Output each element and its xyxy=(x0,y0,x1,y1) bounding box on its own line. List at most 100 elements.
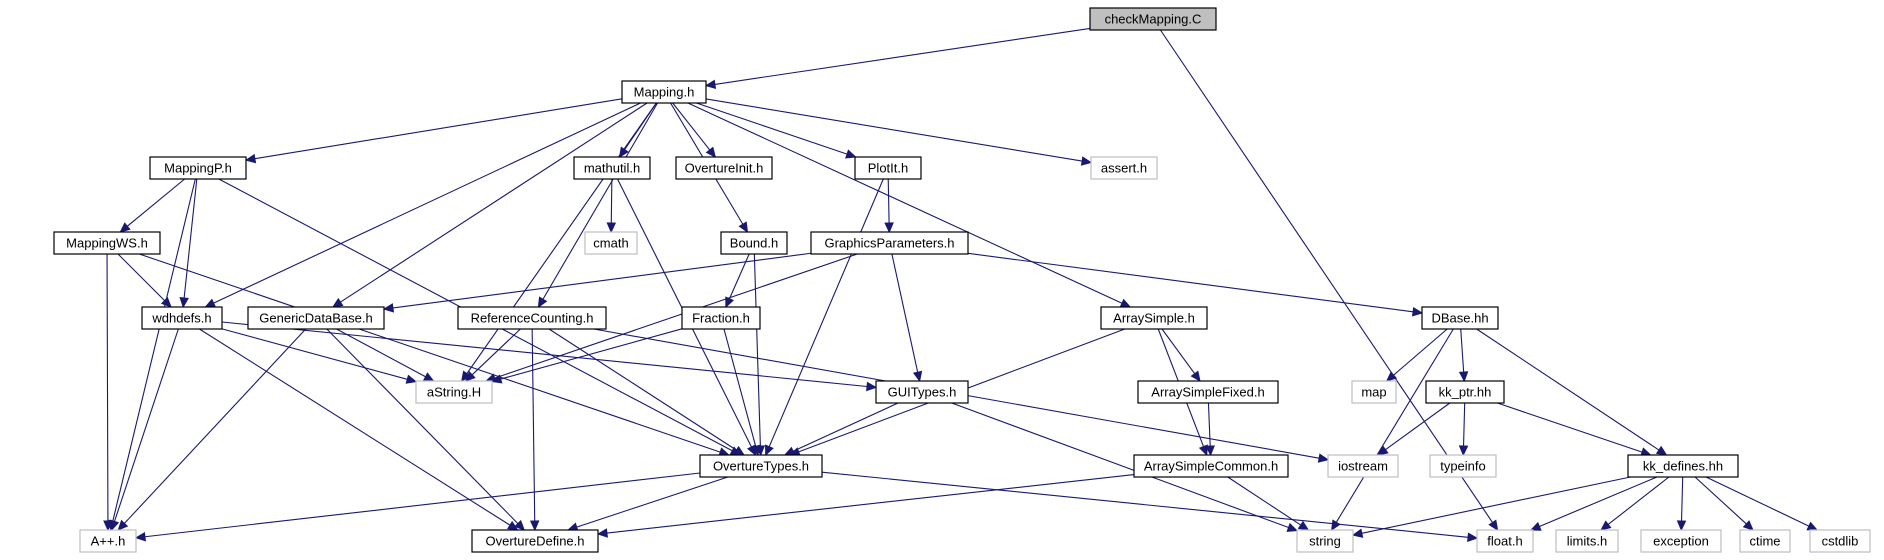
edge-wdhdefs-h-to-astring-h xyxy=(221,328,418,384)
node-mappingws-h[interactable]: MappingWS.h xyxy=(53,231,161,255)
arrowhead-icon xyxy=(912,370,923,383)
node-label: OvertureDefine.h xyxy=(486,534,585,549)
edge-line xyxy=(117,253,166,302)
node-overturetypes-h[interactable]: OvertureTypes.h xyxy=(699,454,823,478)
edge-checkmapping-c-to-float-h xyxy=(1159,29,1499,532)
edge-mapping-h-to-mappingp-h xyxy=(244,98,623,164)
edge-arraysimplecommon-h-to-overturedefine-h xyxy=(596,473,1135,538)
edge-genericdatabase-h-to-a-h xyxy=(117,328,307,531)
node-overturedefine-h[interactable]: OvertureDefine.h xyxy=(471,529,599,553)
arrowhead-icon xyxy=(1488,519,1499,532)
arrowhead-icon xyxy=(1676,520,1687,532)
edge-bound-h-to-overturetypes-h xyxy=(753,253,766,457)
node-assert-h: assert.h xyxy=(1090,156,1158,180)
node-mappingp-h[interactable]: MappingP.h xyxy=(149,156,247,180)
node-fraction-h[interactable]: Fraction.h xyxy=(681,306,761,330)
edge-line xyxy=(1227,476,1302,526)
arrowhead-icon xyxy=(596,528,608,538)
node-genericdatabase-h[interactable]: GenericDataBase.h xyxy=(247,306,385,330)
node-referencecounting-h[interactable]: ReferenceCounting.h xyxy=(457,306,607,330)
node-label: OvertureTypes.h xyxy=(713,459,809,474)
node-label: GUITypes.h xyxy=(888,385,957,400)
edge-overturetypes-h-to-float-h xyxy=(821,471,1479,542)
edge-mappingws-h-to-wdhdefs-h xyxy=(117,253,172,308)
node-bound-h[interactable]: Bound.h xyxy=(720,231,788,255)
edge-mapping-h-to-overtureinit-h xyxy=(672,102,717,158)
arrowhead-icon xyxy=(464,371,476,382)
arrowhead-icon xyxy=(244,153,257,164)
node-mapping-h[interactable]: Mapping.h xyxy=(621,80,707,104)
edge-line xyxy=(951,402,1289,529)
arrowhead-icon xyxy=(1600,520,1612,531)
edge-line xyxy=(610,178,613,224)
edge-line xyxy=(500,328,683,380)
arrowhead-icon xyxy=(618,146,629,159)
arrowhead-icon xyxy=(1377,445,1389,456)
edge-overturetypes-h-to-a-h xyxy=(134,472,701,542)
node-plotit-h[interactable]: PlotIt.h xyxy=(854,156,922,180)
edge-fraction-h-to-astring-h xyxy=(490,328,683,384)
edge-referencecounting-h-to-overturedefine-h xyxy=(529,328,540,532)
edge-kk-ptr-hh-to-typeinfo xyxy=(1458,402,1469,457)
node-wdhdefs-h[interactable]: wdhdefs.h xyxy=(141,306,223,330)
node-string: string xyxy=(1296,529,1354,553)
edge-kk-defines-hh-to-exception xyxy=(1676,476,1687,532)
arrowhead-icon xyxy=(866,381,878,392)
node-kk-defines-hh[interactable]: kk_defines.hh xyxy=(1627,454,1739,478)
arrowhead-icon xyxy=(1297,520,1310,531)
node-arraysimplecommon-h[interactable]: ArraySimpleCommon.h xyxy=(1133,454,1289,478)
arrowhead-icon xyxy=(705,146,717,158)
node-label: limits.h xyxy=(1567,534,1607,549)
node-overtureinit-h[interactable]: OvertureInit.h xyxy=(675,156,773,180)
node-kk-ptr-hh[interactable]: kk_ptr.hh xyxy=(1425,380,1505,404)
edge-line xyxy=(768,178,884,447)
edge-line xyxy=(967,252,1414,313)
edge-mapping-h-to-assert-h xyxy=(705,98,1093,166)
node-box xyxy=(1476,529,1534,553)
node-arraysimple-h[interactable]: ArraySimple.h xyxy=(1100,306,1208,330)
edge-line xyxy=(183,178,198,299)
edge-plotit-h-to-graphicsparameters-h xyxy=(884,178,894,234)
edge-graphicsparameters-h-to-guitypes-h xyxy=(891,253,923,383)
edge-line xyxy=(1161,328,1196,375)
node-dbase-hh[interactable]: DBase.hh xyxy=(1421,306,1499,330)
edge-line xyxy=(1705,476,1810,527)
arrowhead-icon xyxy=(382,303,395,313)
node-arraysimplefixed-h[interactable]: ArraySimpleFixed.h xyxy=(1137,380,1279,404)
node-mathutil-h[interactable]: mathutil.h xyxy=(573,156,651,180)
node-a-h: A++.h xyxy=(79,529,137,553)
arrowhead-icon xyxy=(160,296,172,308)
node-box xyxy=(247,306,385,330)
node-map: map xyxy=(1351,380,1397,404)
arrowhead-icon xyxy=(179,297,189,309)
arrowhead-icon xyxy=(750,444,761,457)
edge-line xyxy=(1207,402,1211,447)
edge-line xyxy=(887,178,890,224)
edge-referencecounting-h-to-overturetypes-h xyxy=(548,328,746,456)
node-label: checkMapping.C xyxy=(1105,12,1202,27)
edge-kk-ptr-hh-to-iostream xyxy=(1377,402,1451,456)
node-label: ctime xyxy=(1749,534,1780,549)
arrowhead-icon xyxy=(460,370,472,383)
node-exception: exception xyxy=(1640,529,1722,553)
edge-mapping-h-to-genericdatabase-h xyxy=(331,102,648,308)
node-box xyxy=(415,380,493,404)
edge-line xyxy=(213,102,641,304)
arrowhead-icon xyxy=(529,520,540,532)
node-box xyxy=(720,231,788,255)
node-guitypes-h[interactable]: GUITypes.h xyxy=(875,380,969,404)
arrowhead-icon xyxy=(110,519,120,532)
edge-line xyxy=(705,98,1083,162)
arrowhead-icon xyxy=(765,444,774,457)
edge-genericdatabase-h-to-overturedefine-h xyxy=(326,328,526,531)
node-box xyxy=(621,80,707,104)
node-label: cstdlib xyxy=(1822,534,1859,549)
arrowhead-icon xyxy=(1458,371,1469,383)
node-label: MappingWS.h xyxy=(66,236,148,251)
node-graphicsparameters-h[interactable]: GraphicsParameters.h xyxy=(810,231,969,255)
node-box xyxy=(1640,529,1722,553)
node-label: map xyxy=(1361,385,1386,400)
node-label: assert.h xyxy=(1101,161,1147,176)
edge-checkmapping-c-to-mapping-h xyxy=(704,27,1091,90)
node-box xyxy=(1137,380,1279,404)
